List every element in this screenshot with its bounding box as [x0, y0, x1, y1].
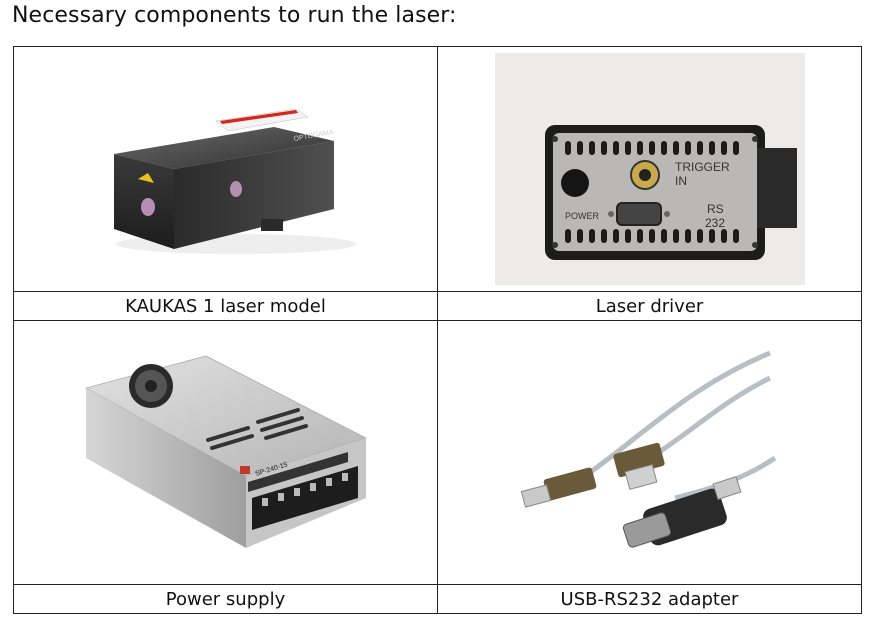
page-heading: Necessary components to run the laser: [12, 3, 457, 28]
table-row: OPTOGAMA [13, 46, 862, 292]
laser-module-icon: OPTOGAMA [113, 108, 356, 254]
usb-rs232-adapter-icon [520, 350, 776, 548]
caption-laser-driver: Laser driver [437, 291, 862, 321]
trigger-label: TRIGGER [675, 160, 730, 174]
caption-usb-adapter: USB-RS232 adapter [437, 584, 862, 614]
caption-power-supply: Power supply [13, 584, 438, 614]
rs-232-label: 232 [705, 216, 725, 230]
rs-label: RS [707, 202, 724, 216]
power-supply-icon: SP-240-15 [84, 355, 367, 548]
power-supply-cell: SP-240-15 [13, 320, 438, 585]
laser-driver-icon: TRIGGER IN POWER RS 232 [494, 53, 805, 285]
caption-laser-model: KAUKAS 1 laser model [13, 291, 438, 321]
table-row: SP-240-15 [13, 320, 862, 585]
components-table: OPTOGAMA [13, 46, 862, 614]
trigger-in-label: IN [675, 174, 687, 188]
vent-slots-top [564, 141, 739, 155]
power-label: POWER [565, 211, 600, 221]
usb-adapter-cell [437, 320, 862, 585]
table-row: KAUKAS 1 laser model Laser driver [13, 291, 862, 321]
table-row: Power supply USB-RS232 adapter [13, 584, 862, 614]
laser-driver-cell: TRIGGER IN POWER RS 232 [437, 46, 862, 292]
vent-slots-bottom [564, 229, 739, 243]
laser-module-cell: OPTOGAMA [13, 46, 438, 292]
